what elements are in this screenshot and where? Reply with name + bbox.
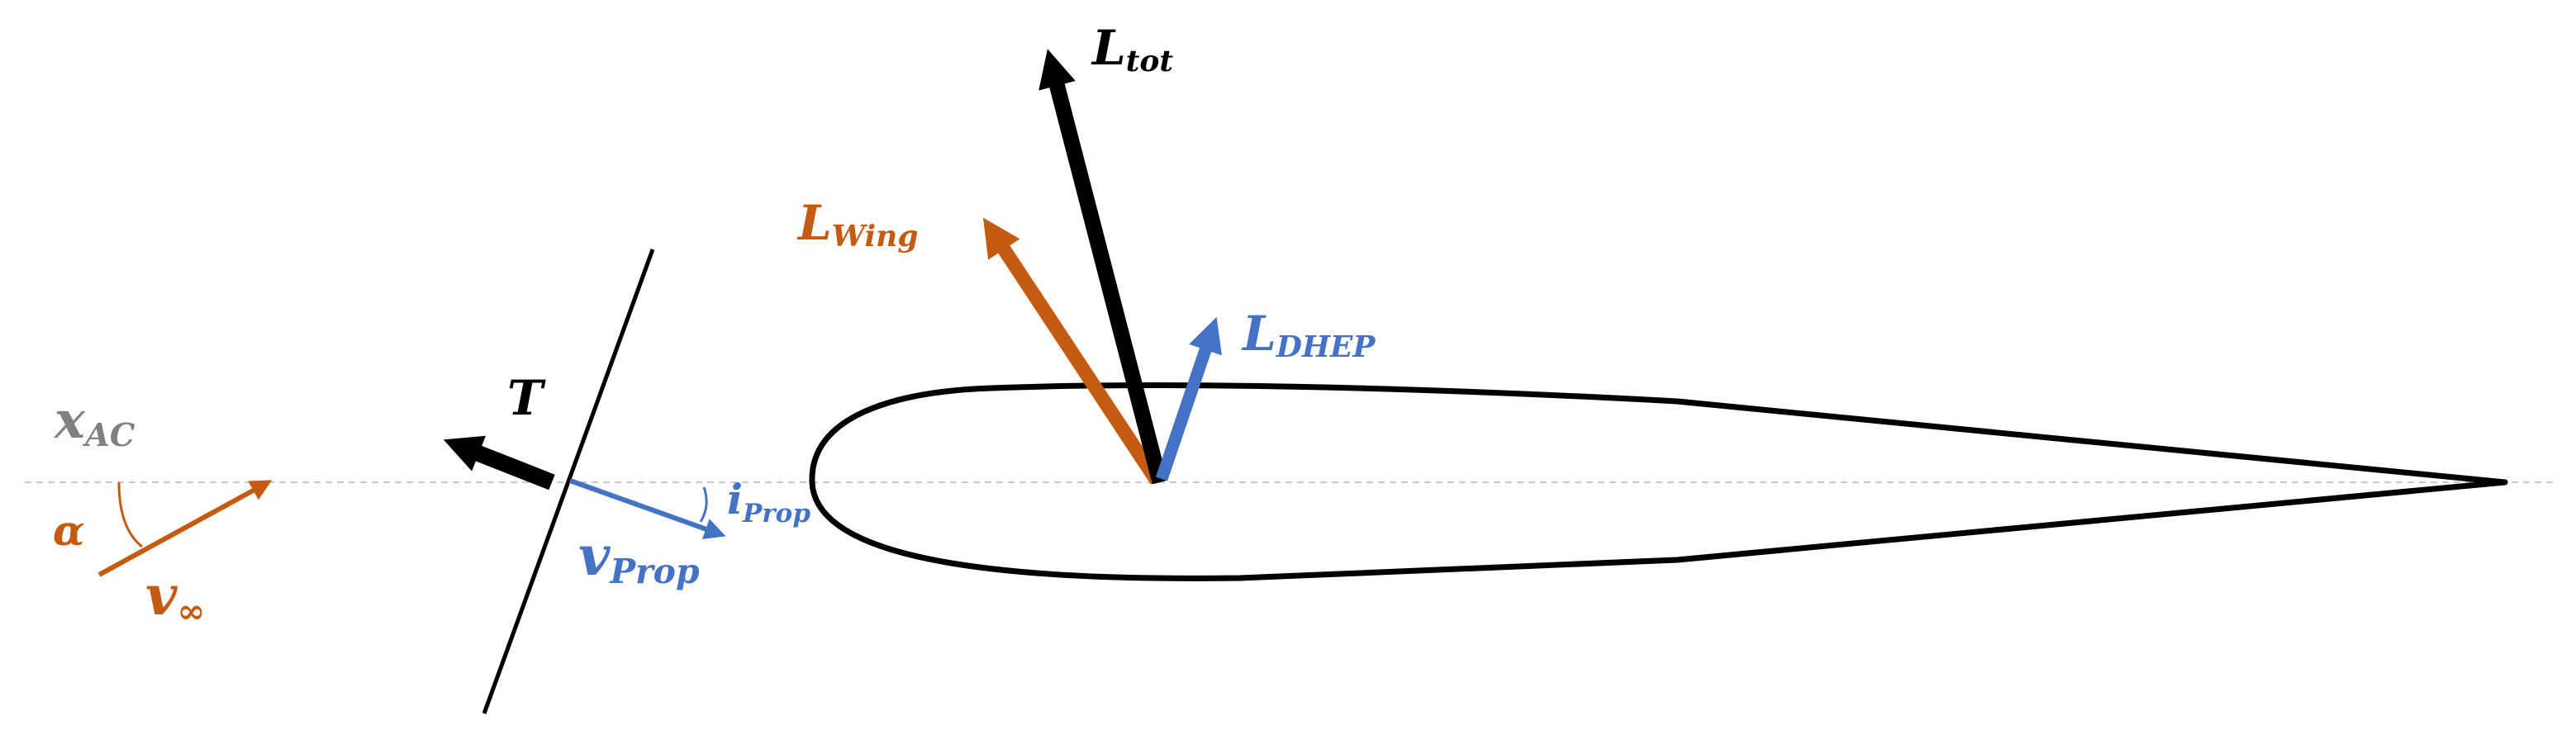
total-lift-arrow	[1038, 49, 1168, 485]
propeller-disc	[482, 249, 655, 714]
label-v-inf-sub: ∞	[177, 591, 205, 631]
label-v-inf: v∞	[145, 563, 205, 631]
label-l-tot-sub: tot	[1126, 44, 1174, 78]
label-l-wing-main: L	[796, 195, 832, 251]
label-v-prop-main: v	[578, 524, 611, 588]
label-x-ac: xAC	[53, 390, 135, 454]
wing-lift-arrow	[982, 217, 1163, 485]
label-alpha: α	[53, 506, 84, 555]
thrust-arrow	[443, 435, 555, 491]
label-l-wing: LWing	[796, 195, 918, 254]
incidence-angle-arc	[699, 486, 708, 523]
airfoil-outline	[809, 382, 2508, 581]
label-l-tot: Ltot	[1091, 20, 1173, 78]
label-l-dhep-main: L	[1241, 306, 1276, 362]
dhep-lift-arrow	[1155, 316, 1222, 481]
label-l-dhep: LDHEP	[1241, 306, 1376, 364]
label-l-tot-main: L	[1091, 20, 1126, 76]
label-thrust-main: T	[507, 370, 546, 426]
label-v-prop: vProp	[578, 524, 700, 591]
label-x-ac-sub: AC	[83, 417, 135, 454]
label-thrust: T	[507, 370, 546, 426]
label-alpha-main: α	[53, 506, 84, 555]
label-l-dhep-sub: DHEP	[1276, 329, 1376, 364]
prop-velocity-arrow	[568, 478, 726, 539]
label-i-prop-main: i	[727, 475, 743, 524]
label-v-prop-sub: Prop	[609, 552, 700, 591]
label-i-prop: iProp	[727, 475, 810, 529]
label-v-inf-main: v	[145, 563, 178, 628]
label-l-wing-sub: Wing	[832, 219, 919, 254]
label-x-ac-main: x	[53, 390, 86, 450]
angle-of-attack-arc	[117, 481, 143, 548]
freestream-velocity-arrow	[97, 480, 273, 577]
label-i-prop-sub: Prop	[742, 499, 810, 529]
